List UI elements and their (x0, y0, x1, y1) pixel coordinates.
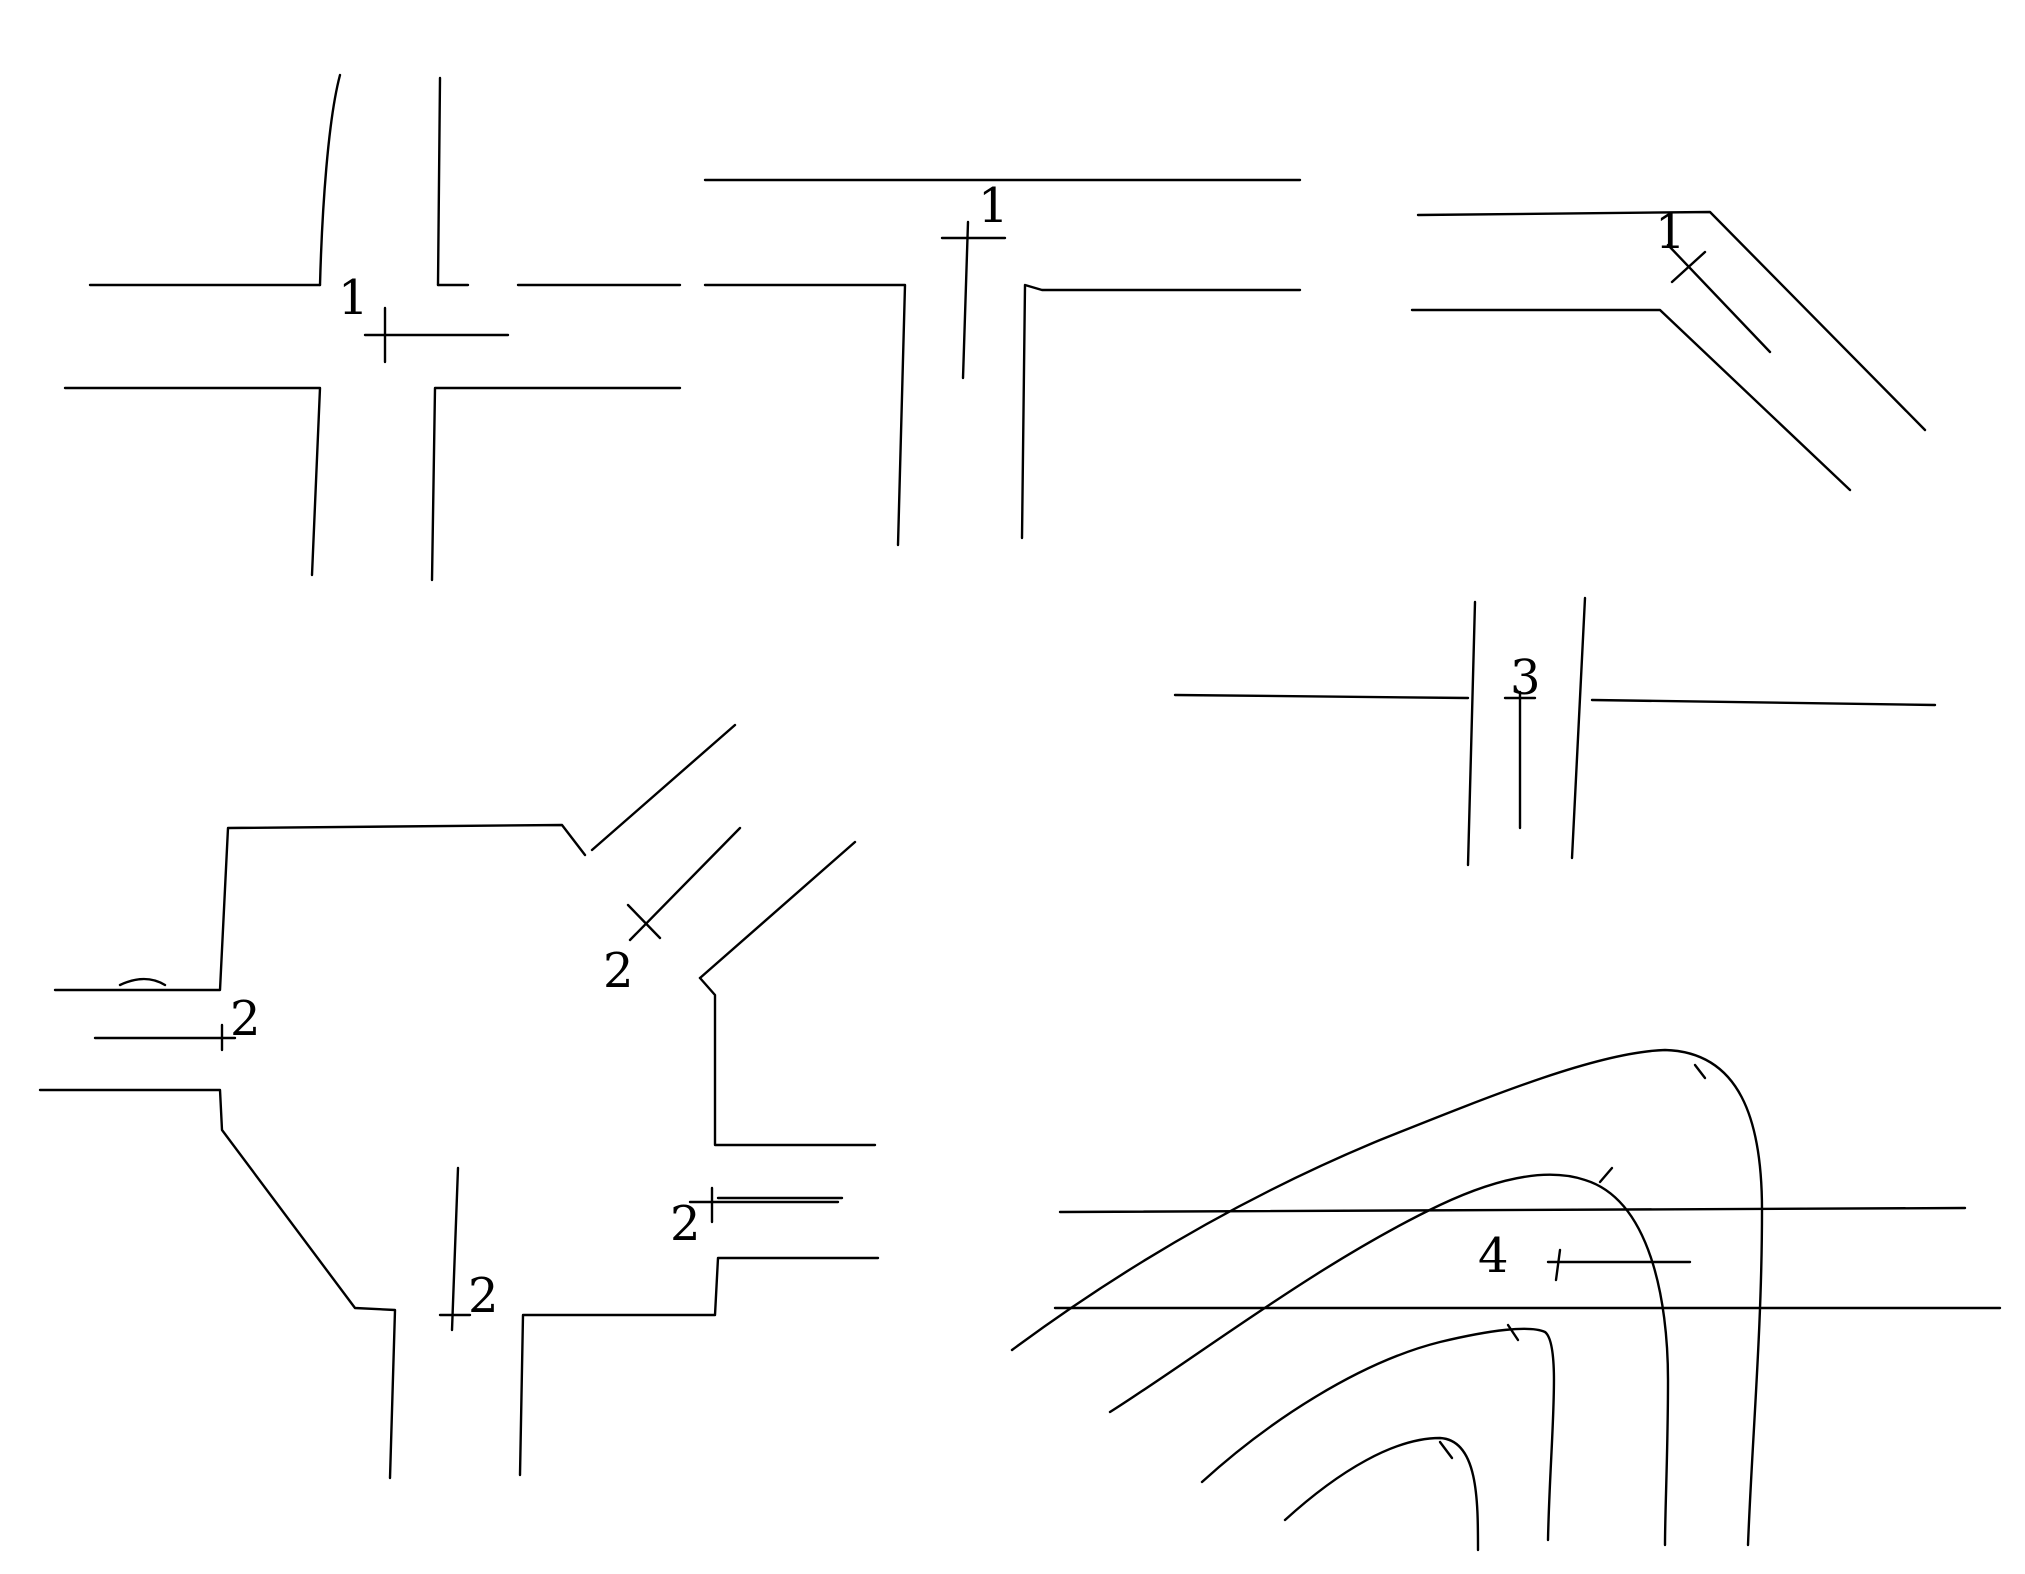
road-edge (698, 840, 857, 980)
centerline-mark (1546, 1248, 1692, 1282)
contour-tick (1693, 1063, 1707, 1080)
centerline-mark (940, 220, 1007, 380)
road-edge (1410, 308, 1852, 492)
straight-crossing-diagram: 3 (1173, 596, 1937, 867)
intersection-label: 1 (978, 178, 1009, 234)
t-junction-diagram: 1 (703, 178, 1302, 547)
contour-tick (1598, 1166, 1614, 1184)
road-edge (1020, 283, 1302, 540)
intersection-label: 4 (1478, 1228, 1509, 1284)
contour-line (1200, 1327, 1556, 1542)
contour-line (1283, 1436, 1480, 1552)
road-edge (628, 826, 742, 942)
intersection-label: 3 (1510, 650, 1541, 706)
centerline-mark (438, 1166, 472, 1332)
angled-bend-diagram: 1 (1410, 204, 1927, 492)
contour-line (1108, 1173, 1670, 1547)
intersection-label: 2 (468, 1268, 499, 1324)
intersection-label: 2 (670, 1196, 701, 1252)
road-edge (1570, 596, 1587, 860)
intersection-label: 2 (230, 991, 261, 1047)
road-edge (1590, 698, 1937, 707)
contour-line (1010, 1048, 1764, 1547)
crossroads-diagram: 1 (63, 73, 682, 582)
road-edge (698, 976, 877, 1147)
road-edge (318, 73, 342, 287)
road-edge (1173, 693, 1470, 700)
road-edge (1416, 210, 1927, 432)
road-edge (53, 823, 587, 992)
complex-junction-diagram: 2 2 2 2 (38, 723, 880, 1480)
centerline-mark (93, 1023, 237, 1052)
intersection-label: 1 (338, 270, 369, 326)
road-edge (118, 977, 167, 987)
road-edge (436, 76, 442, 287)
road-edge (1058, 1206, 1967, 1214)
centerline-mark (1503, 690, 1537, 830)
contour-tick (1438, 1440, 1454, 1460)
road-edge (63, 386, 322, 577)
centerline-mark (688, 1186, 840, 1224)
road-edge (703, 283, 907, 547)
centerline-mark (363, 306, 510, 364)
road-edge (430, 386, 682, 582)
road-edge (38, 1088, 397, 1480)
road-edge (518, 1256, 880, 1477)
road-edge (590, 723, 737, 852)
centerline-mark (626, 903, 662, 940)
contour-tick (1506, 1323, 1520, 1342)
intersection-label: 2 (603, 943, 634, 999)
centerline-mark (1666, 243, 1772, 354)
road-edge (1466, 600, 1477, 867)
intersection-label: 1 (1655, 204, 1686, 260)
contour-crossing-diagram: 4 (1010, 1048, 2002, 1552)
